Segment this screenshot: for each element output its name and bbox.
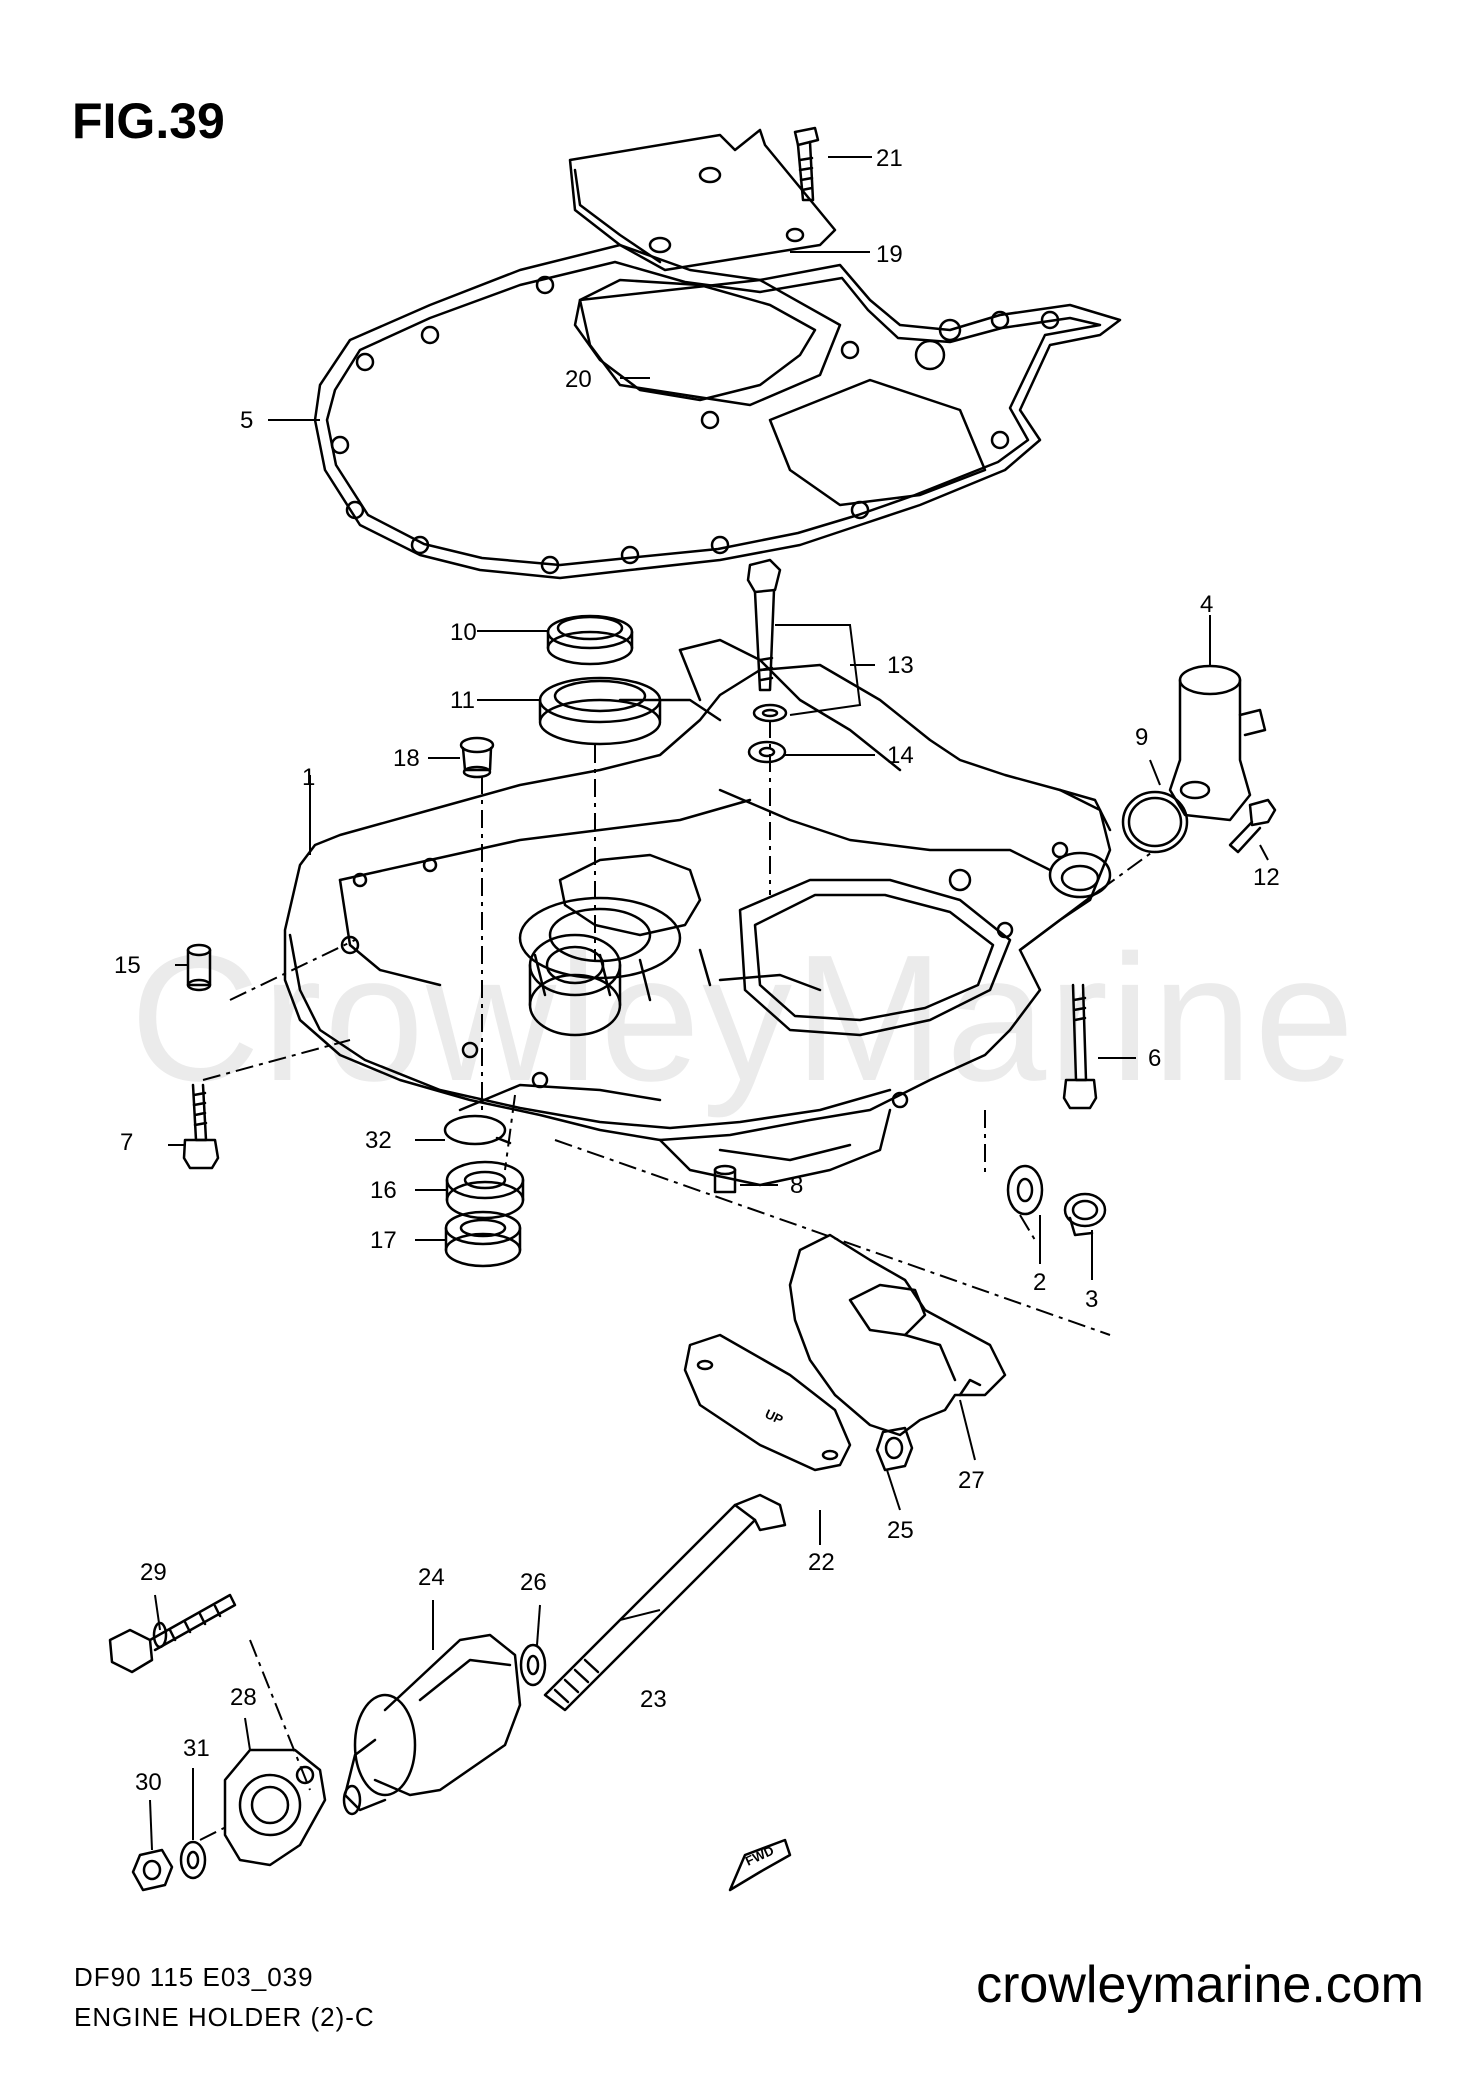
part-24-rubber-mount [342, 1633, 522, 1816]
part-17-bearing [444, 1210, 522, 1268]
up-stamp: UP [763, 1406, 786, 1427]
part-20-gasket [573, 278, 817, 402]
part-23-stud [543, 1493, 787, 1712]
callout-numbers: 21 19 20 5 10 11 18 1 13 14 4 9 12 15 6 … [114, 145, 1280, 1796]
part-21-bolt [793, 126, 820, 202]
callout-20: 20 [565, 366, 592, 393]
part-3-plug [1063, 1192, 1107, 1237]
callout-17: 17 [370, 1227, 397, 1254]
part-12-bolt [1228, 798, 1277, 854]
callout-1: 1 [302, 764, 315, 791]
part-22-gasket [683, 1333, 852, 1472]
callout-19: 19 [876, 241, 903, 268]
part-5-gasket [313, 243, 1122, 580]
callout-15: 15 [114, 952, 141, 979]
callout-16: 16 [370, 1177, 397, 1204]
callout-7: 7 [120, 1129, 133, 1156]
part-9-o-ring [1121, 790, 1189, 854]
website-url[interactable]: crowleymarine.com [976, 1956, 1424, 2014]
part-13-bolt [746, 558, 788, 723]
callout-25: 25 [887, 1517, 914, 1544]
part-30-nut [131, 1848, 174, 1892]
callout-26: 26 [520, 1569, 547, 1596]
part-1-bores [518, 896, 682, 1037]
figure-title: FIG.39 [72, 93, 225, 149]
part-27-mount-bracket [788, 1233, 1007, 1437]
callout-21: 21 [876, 145, 903, 172]
callout-18: 18 [393, 745, 420, 772]
callout-5: 5 [240, 407, 253, 434]
part-19-cover-plate [568, 128, 837, 272]
diagram-code: DF90 115 E03_039 [74, 1962, 314, 1992]
callout-12: 12 [1253, 864, 1280, 891]
callout-28: 28 [230, 1684, 257, 1711]
part-10-oil-seal [546, 614, 634, 666]
part-16-bearing [445, 1160, 525, 1220]
callout-24: 24 [418, 1564, 445, 1591]
diagram-name: ENGINE HOLDER (2)-C [74, 2002, 375, 2032]
part-15-dowel [186, 943, 212, 992]
part-26-washer [519, 1643, 547, 1687]
leader-lines [149, 156, 1269, 1851]
part-28-mount-plate [223, 1748, 327, 1867]
part-14-washer [747, 740, 787, 764]
callout-10: 10 [450, 619, 477, 646]
part-31-washer [179, 1840, 207, 1880]
callout-13: 13 [887, 652, 914, 679]
part-11-oil-seal [538, 676, 662, 746]
callout-14: 14 [887, 742, 914, 769]
part-18-plug [459, 736, 495, 779]
callout-4: 4 [1200, 591, 1213, 618]
callout-6: 6 [1148, 1045, 1161, 1072]
part-32-circlip [443, 1114, 512, 1146]
callout-27: 27 [958, 1467, 985, 1494]
callout-23: 23 [640, 1686, 667, 1713]
part-1-engine-holder [283, 638, 1112, 1187]
part-6-bolt [1062, 983, 1098, 1110]
callout-29: 29 [140, 1559, 167, 1586]
part-25-nut [875, 1426, 914, 1472]
callout-9: 9 [1135, 724, 1148, 751]
callout-22: 22 [808, 1549, 835, 1576]
part-8-dowel [713, 1164, 737, 1194]
part-4-water-outlet [1168, 664, 1267, 822]
callout-11: 11 [450, 687, 475, 714]
part-29-bolt [108, 1593, 237, 1674]
callout-3: 3 [1085, 1286, 1098, 1313]
callout-31: 31 [183, 1735, 210, 1762]
fwd-arrow-stamp [728, 1838, 792, 1892]
callout-8: 8 [790, 1172, 803, 1199]
callout-32: 32 [365, 1127, 392, 1154]
callout-2: 2 [1033, 1269, 1046, 1296]
part-7-bolt [182, 1083, 220, 1170]
callout-30: 30 [135, 1769, 162, 1796]
part-2-washer [1006, 1164, 1044, 1216]
alignment-lines [199, 720, 1156, 1841]
